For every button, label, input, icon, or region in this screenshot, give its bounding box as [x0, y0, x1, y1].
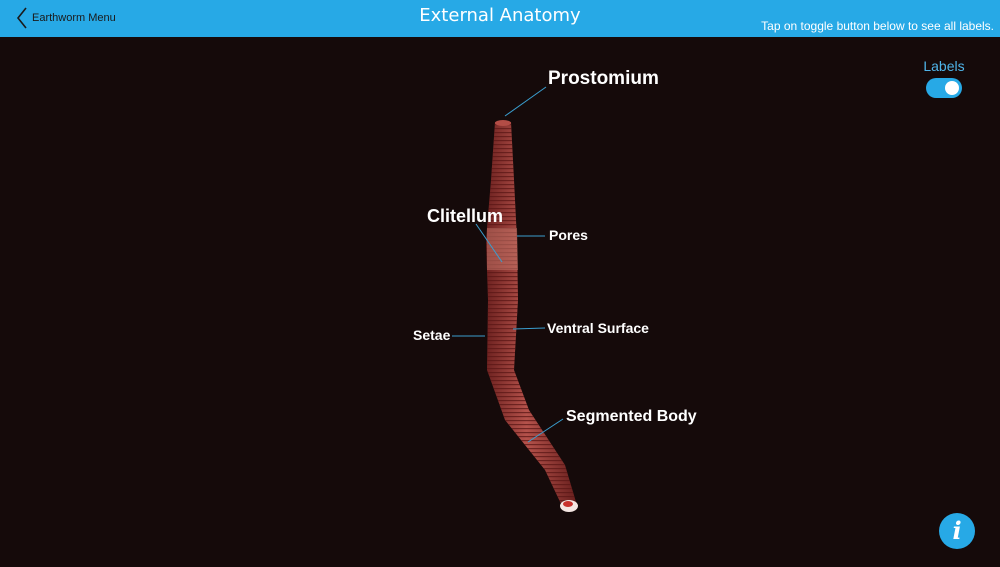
info-button[interactable]: i	[939, 513, 975, 549]
label-setae: Setae	[413, 327, 451, 343]
earthworm-body	[486, 120, 578, 512]
label-pores: Pores	[549, 227, 588, 243]
label-segmented-body: Segmented Body	[566, 408, 697, 425]
back-button-label: Earthworm Menu	[32, 12, 116, 24]
labels-toggle-label: Labels	[923, 58, 965, 74]
toggle-hint-text: Tap on toggle button below to see all la…	[761, 19, 994, 33]
info-icon: i	[952, 516, 962, 545]
label-ventral-surface: Ventral Surface	[547, 320, 649, 336]
labels-toggle-group: Labels	[921, 58, 967, 98]
prostomium-leader	[504, 86, 547, 117]
toggle-knob	[945, 81, 959, 95]
back-button[interactable]: Earthworm Menu	[16, 7, 116, 29]
model-viewport[interactable]: Prostomium Clitellum Pores Setae Ventral…	[0, 37, 1000, 563]
segmented-body-leader	[527, 418, 564, 443]
label-prostomium: Prostomium	[548, 68, 659, 89]
labels-toggle-switch[interactable]	[926, 78, 962, 98]
top-bar: Earthworm Menu External Anatomy Tap on t…	[0, 0, 1000, 37]
chevron-left-icon	[16, 7, 27, 29]
clitellum-leader	[475, 223, 503, 263]
earthworm-model-svg: Prostomium Clitellum Pores Setae Ventral…	[413, 68, 697, 512]
ventral-surface-leader	[512, 327, 546, 330]
page-title: External Anatomy	[419, 5, 581, 26]
label-clitellum: Clitellum	[427, 206, 503, 226]
leader-lines	[452, 86, 564, 443]
